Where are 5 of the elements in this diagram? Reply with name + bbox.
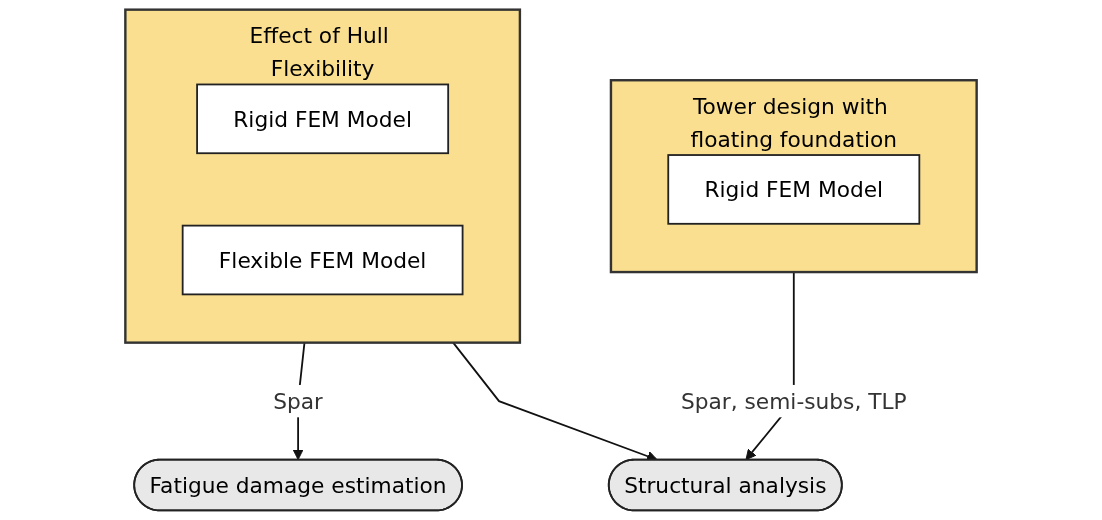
node-box: Rigid FEM Model [667,154,921,225]
edge-label: Spar, semi-subs, TLP [680,388,907,414]
node-box: Rigid FEM Model [196,83,450,155]
node-box: Flexible FEM Model [181,224,464,296]
edge-label: Spar [273,388,324,414]
